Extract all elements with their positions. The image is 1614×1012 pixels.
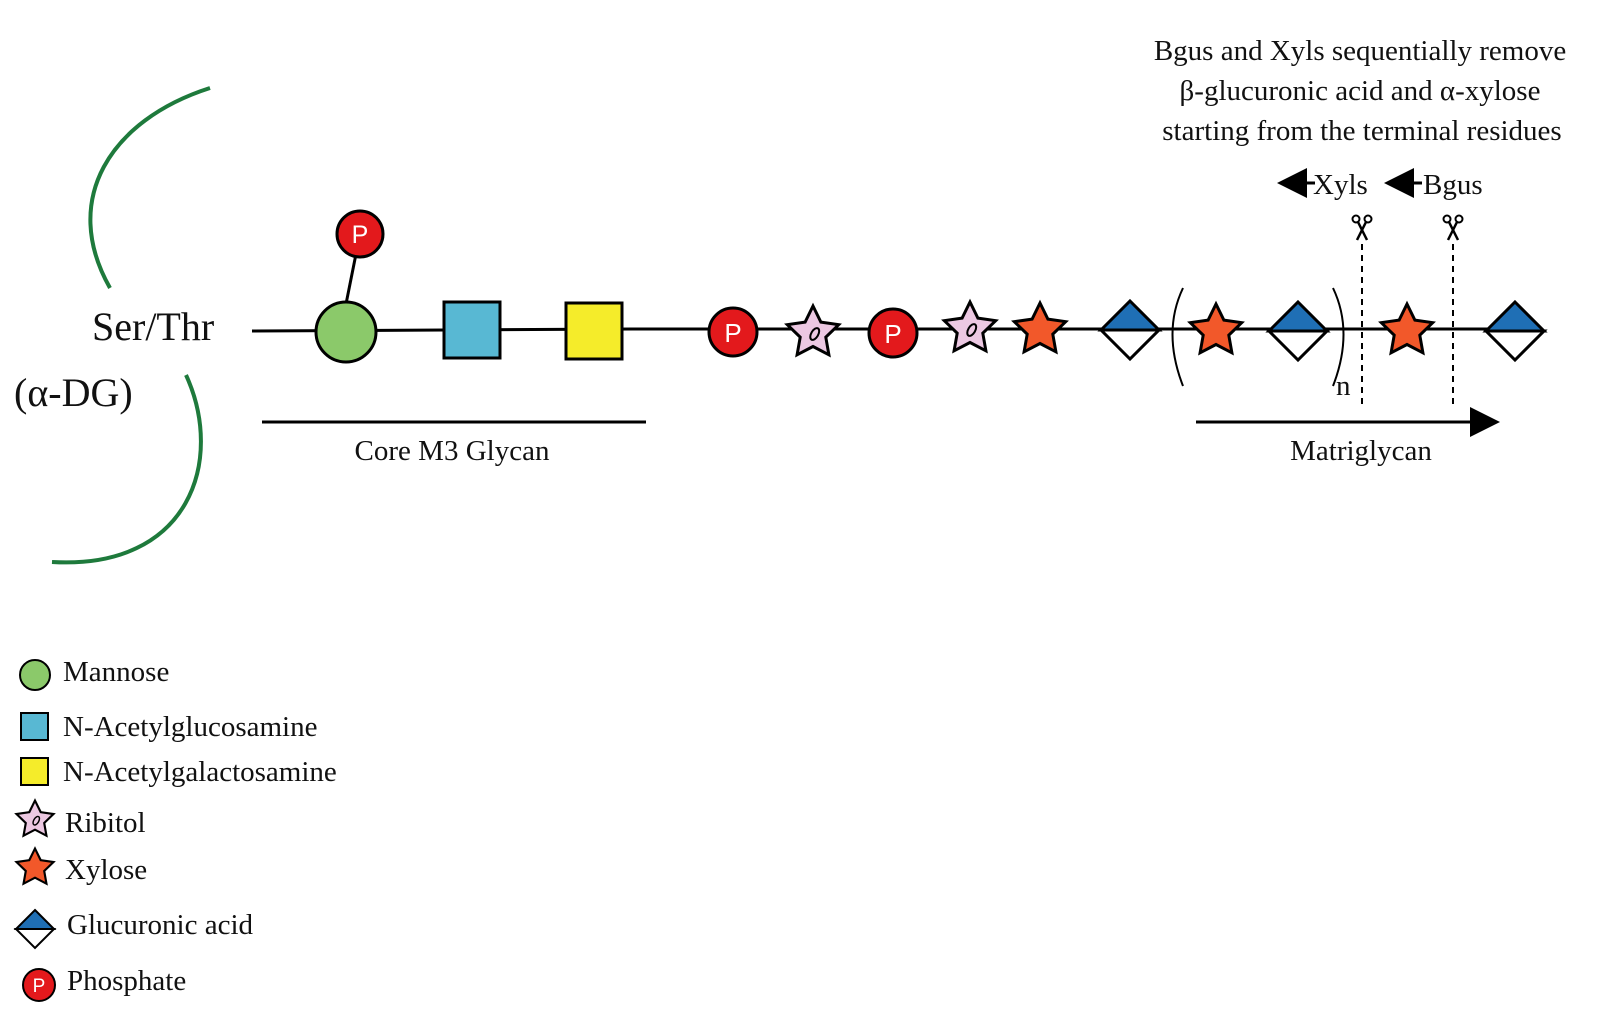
annotation-line-3: starting from the terminal residues [1162,115,1561,147]
residue-label: Ser/Thr [92,304,214,349]
repeat-bracket-left [1171,287,1184,387]
galnac-residue [564,301,624,361]
scissors-icon-bgus [1442,214,1464,242]
legend-galnac-icon [20,757,49,786]
legend: Mannose N-Acetylglucosamine N-Acetylgala… [13,656,337,1002]
svg-text:P: P [884,319,901,349]
ribitol-residue-1 [785,304,841,357]
phosphate-residue-1: P [707,306,759,358]
legend-label-phosphate: Phosphate [67,965,186,997]
legend-glcnac-icon [20,712,49,741]
svg-text:P: P [724,318,741,348]
protein-arc-bottom [51,374,203,565]
glucuronic-residue-terminal [1482,299,1548,363]
legend-ribitol-icon [15,799,55,837]
legend-label-glcnac: N-Acetylglucosamine [63,711,317,743]
annotation-line-2: β-glucuronic acid and α-xylose [1180,75,1541,107]
core-region-label: Core M3 Glycan [355,435,550,467]
svg-text:P: P [352,221,369,249]
ribitol-residue-2 [942,300,998,353]
repeat-subscript: n [1336,370,1351,402]
protein-name: (α-DG) [14,370,133,415]
legend-glucuronic-icon [13,908,57,950]
repeat-bracket-right [1332,287,1345,387]
glcnac-residue [442,300,502,360]
glucuronic-residue-1 [1097,298,1163,362]
phosphate-residue-branch: P [335,209,385,259]
protein-arc-top [88,86,211,289]
matriglycan-label: Matriglycan [1290,435,1432,467]
annotation-line-1: Bgus and Xyls sequentially remove [1154,35,1566,67]
phosphate-residue-2: P [867,307,919,359]
xylose-residue-1 [1012,301,1068,354]
legend-mannose-icon [19,659,51,691]
mannose-residue [314,300,378,364]
bgus-label: Bgus [1423,169,1483,201]
xyls-label: Xyls [1313,169,1368,201]
legend-phosphate-icon: P [22,968,56,1002]
legend-label-galnac: N-Acetylgalactosamine [63,756,337,788]
phosphate-branch [344,253,358,305]
xylose-residue-terminal [1379,302,1435,355]
xylose-residue-repeat [1188,302,1244,355]
legend-label-glucuronic: Glucuronic acid [67,909,254,941]
glucuronic-residue-repeat [1265,299,1331,363]
legend-label-mannose: Mannose [63,656,169,688]
legend-xylose-icon [15,847,55,885]
scissors-icon-xyls [1351,214,1373,242]
legend-label-ribitol: Ribitol [65,807,146,839]
svg-text:P: P [33,976,46,997]
legend-label-xylose: Xylose [65,854,147,886]
